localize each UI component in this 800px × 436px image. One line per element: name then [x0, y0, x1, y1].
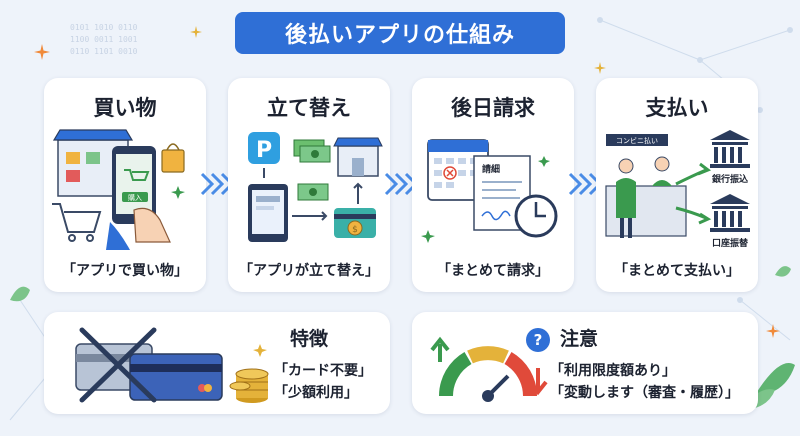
- crossed-card-icon: [75, 327, 223, 403]
- question-icon: ?: [526, 328, 550, 352]
- smartphone-icon: 購入: [112, 146, 156, 224]
- payment-illustration: コンビニ払い 銀行振込 口座振替: [605, 130, 750, 249]
- up-arrow-icon: [430, 336, 450, 362]
- coin-card-icon: $: [334, 208, 376, 238]
- step-caption: 「アプリが立て替え」: [239, 263, 379, 279]
- svg-text:P: P: [256, 138, 272, 163]
- step-caption: 「まとめて支払い」: [614, 263, 740, 279]
- step-title: 後日請求: [451, 96, 535, 120]
- advance-payment-illustration: P $: [248, 132, 383, 242]
- svg-text:1100 0011 1001: 1100 0011 1001: [70, 35, 138, 44]
- buy-button-label: 購入: [128, 193, 142, 202]
- step-shopping-card: 買い物 購入 「アプリで買い物」: [44, 78, 206, 292]
- notes-title: 注意: [560, 328, 599, 350]
- svg-text:?: ?: [534, 331, 543, 349]
- features-title: 特徴: [290, 328, 329, 350]
- step-billing-card: 後日請求 請細 「まとめて請求」: [412, 78, 574, 292]
- features-line: 「カード不要」: [274, 363, 372, 379]
- cash-icon: [293, 139, 331, 163]
- step-title: 買い物: [93, 96, 157, 120]
- notes-card: ? 注意 「利用限度額あり」 「変動します（審査・履歴）」: [412, 312, 758, 414]
- step-title: 支払い: [645, 96, 709, 120]
- svg-text:0110 1101 0010: 0110 1101 0010: [70, 47, 138, 56]
- cash-icon: [297, 183, 329, 201]
- svg-text:銀行振込: 銀行振込: [712, 173, 748, 185]
- features-line: 「少額利用」: [274, 385, 358, 401]
- store-icon: [333, 137, 383, 177]
- features-illustration: [75, 327, 269, 403]
- billing-illustration: 請細: [421, 139, 558, 243]
- step-caption: 「まとめて請求」: [437, 263, 549, 279]
- step-caption: 「アプリで買い物」: [62, 263, 188, 279]
- sparkle-icon: [766, 324, 780, 338]
- svg-text:コンビニ払い: コンビニ払い: [616, 136, 658, 145]
- shopping-illustration: 購入: [52, 129, 185, 250]
- app-logo-icon: P: [248, 132, 280, 164]
- invoice-icon: 請細: [473, 155, 531, 231]
- sparkle-icon: [594, 62, 606, 74]
- bank-icon: [710, 194, 750, 232]
- svg-text:口座振替: 口座振替: [712, 237, 749, 249]
- clock-icon: [514, 194, 558, 238]
- shopping-cart-icon: [52, 203, 102, 242]
- svg-text:0101 1010 0110: 0101 1010 0110: [70, 23, 138, 32]
- page-title: 後払いアプリの仕組み: [235, 12, 565, 54]
- step-payment-card: 支払い コンビニ払い 銀行振込 口座振替 「まとめて支払い」: [596, 78, 758, 292]
- svg-text:請細: 請細: [482, 163, 500, 175]
- bank-icon: [710, 130, 750, 168]
- calendar-icon: [427, 139, 489, 201]
- step-advance-card: 立て替え P $: [228, 78, 390, 292]
- sparkle-icon: [34, 44, 50, 60]
- coin-stack-icon: [229, 368, 269, 403]
- sparkle-icon: [190, 26, 202, 38]
- down-arrow-icon: [528, 368, 548, 396]
- shopping-bag-icon: [161, 143, 185, 173]
- notes-illustration: ?: [430, 328, 550, 402]
- step-title: 立て替え: [267, 96, 351, 120]
- features-card: 特徴 「カード不要」 「少額利用」: [44, 312, 390, 414]
- convenience-store-counter-icon: コンビニ払い: [605, 134, 687, 238]
- tablet-icon: [248, 184, 288, 242]
- notes-line: 「変動します（審査・履歴）」: [550, 385, 739, 401]
- notes-line: 「利用限度額あり」: [550, 363, 676, 379]
- gauge-icon: [439, 346, 537, 402]
- svg-text:$: $: [352, 225, 358, 235]
